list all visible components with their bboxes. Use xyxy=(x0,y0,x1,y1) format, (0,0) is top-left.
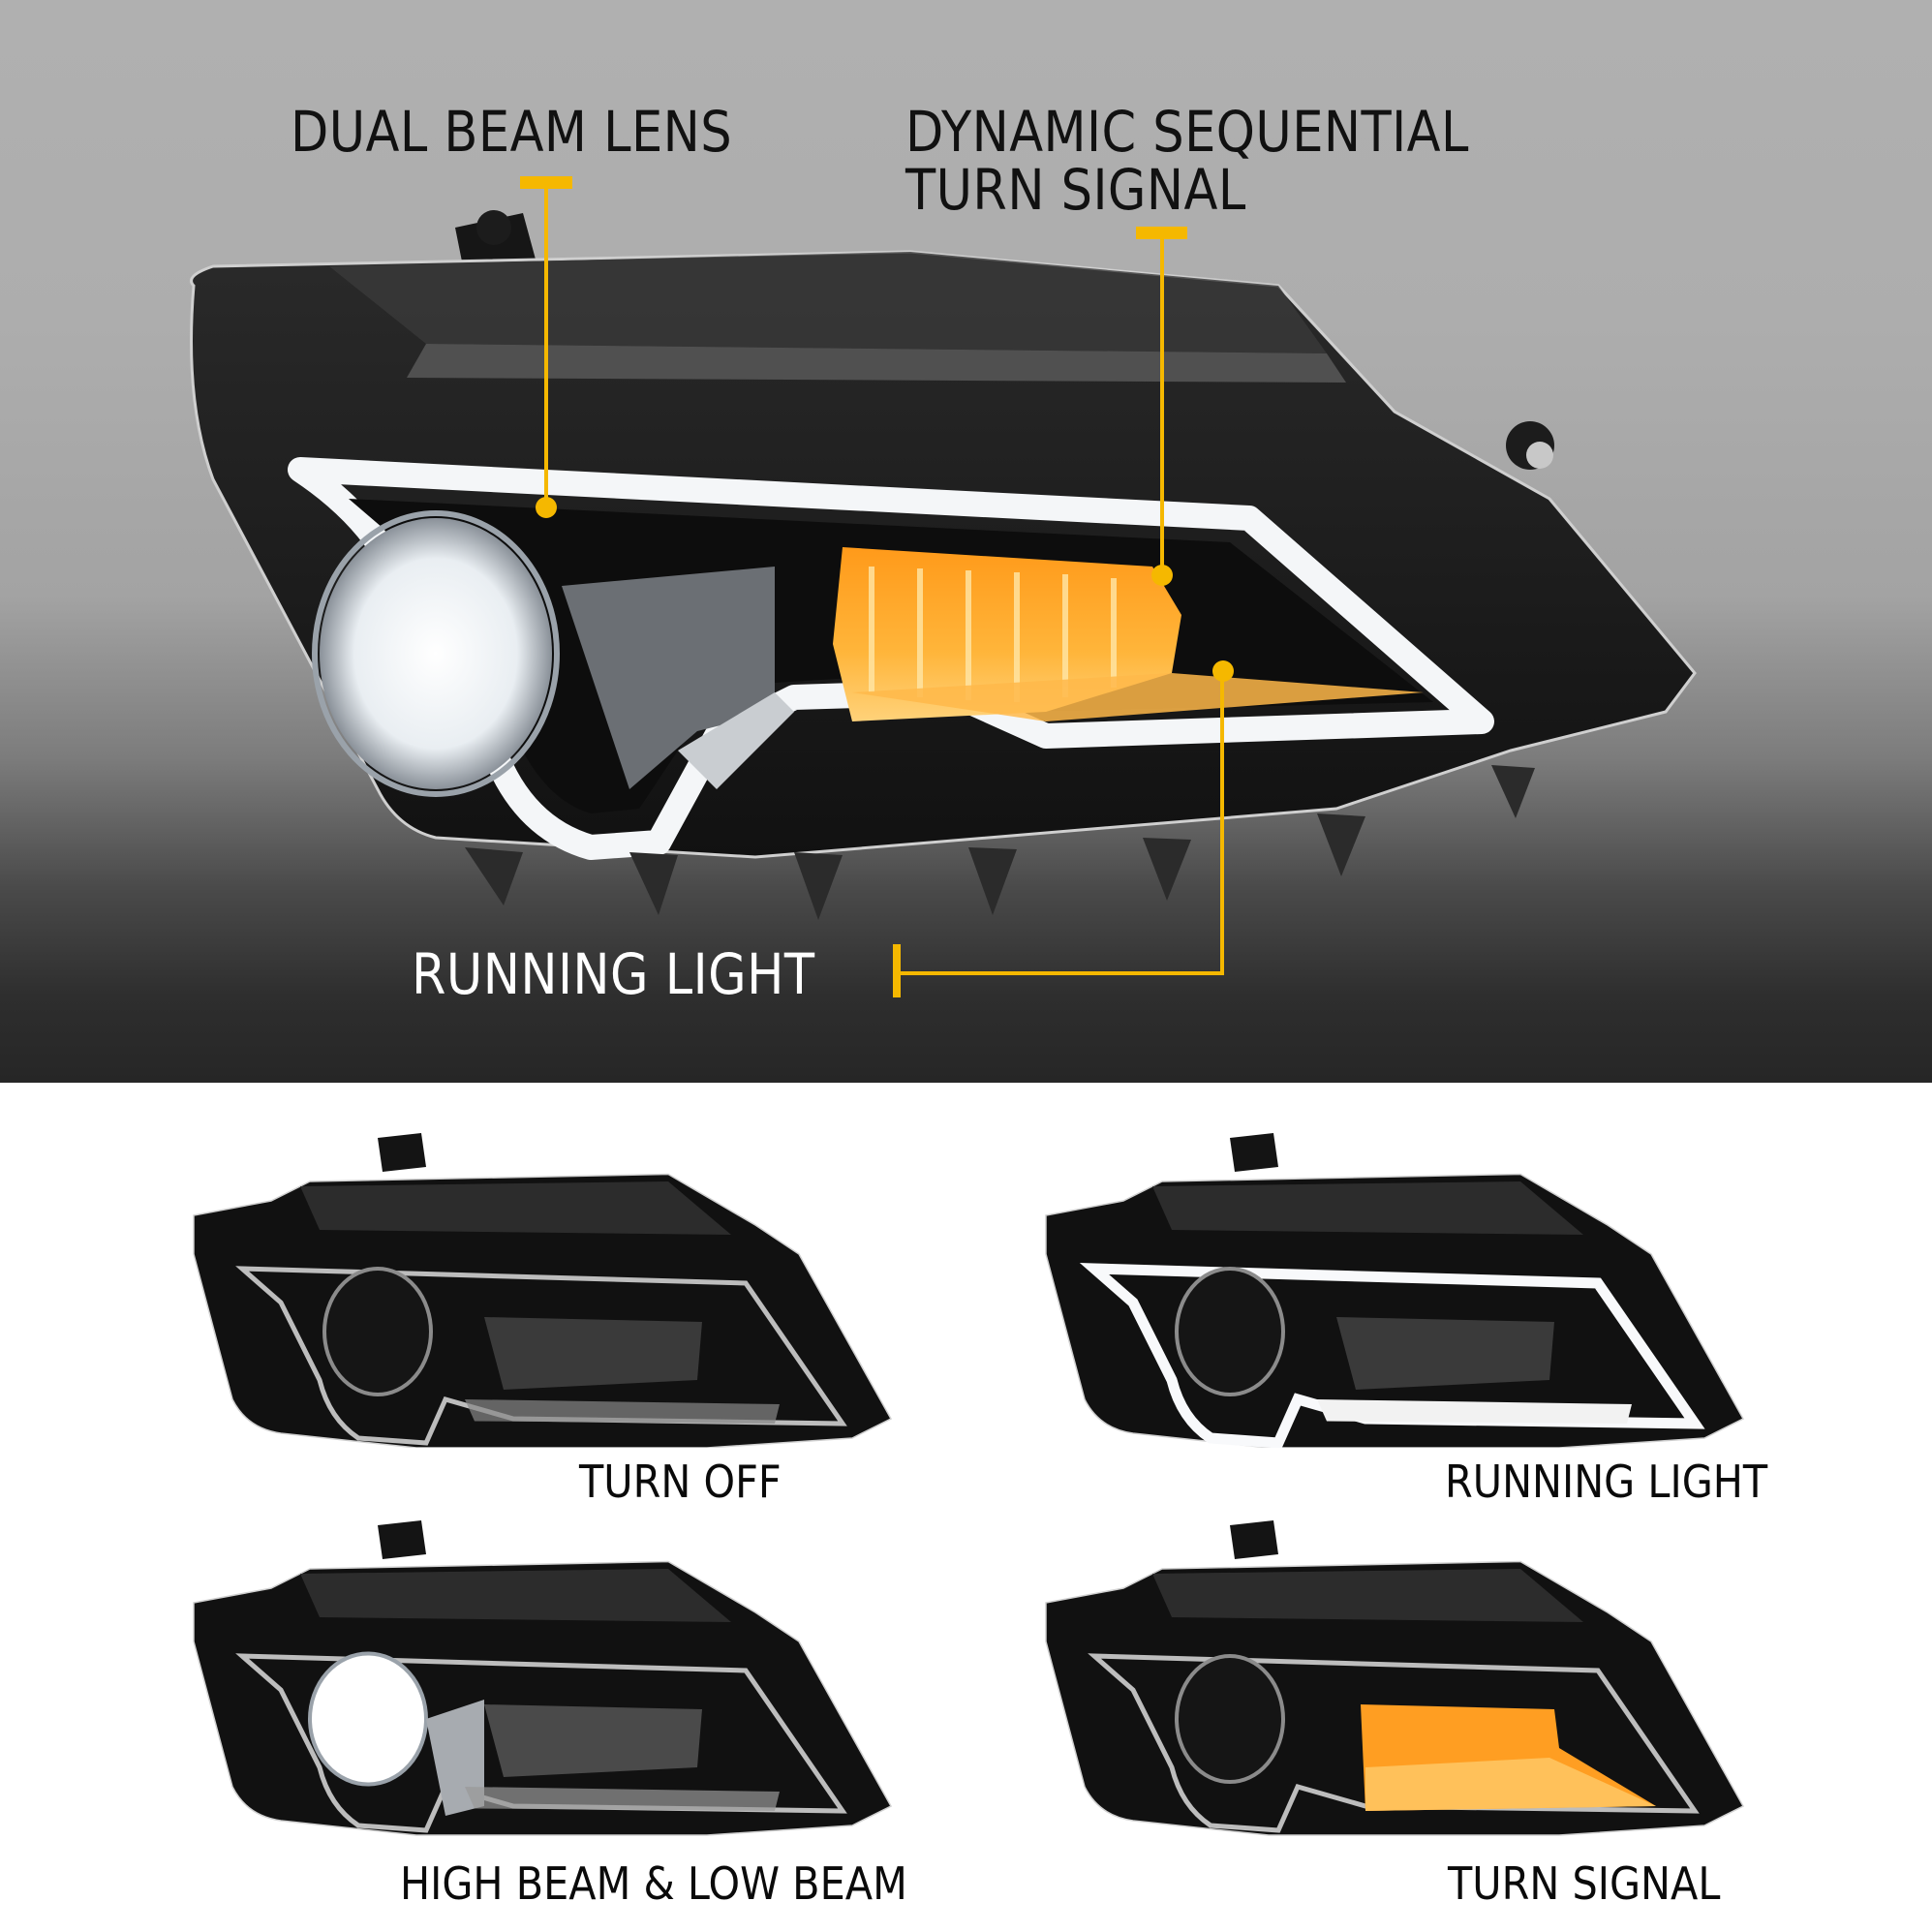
leader-line-running-light-vertical xyxy=(1220,673,1224,975)
marker-dot-dual-beam xyxy=(536,497,557,518)
state-label-running-light: RUNNING LIGHT xyxy=(1445,1456,1768,1508)
leader-line-turn-signal xyxy=(1160,232,1164,571)
leader-line-running-light-horizontal xyxy=(899,971,1224,975)
state-label-turn-signal: TURN SIGNAL xyxy=(1448,1857,1721,1910)
callout-dynamic-turn-line1: DYNAMIC SEQUENTIAL xyxy=(905,99,1469,165)
headlight-high-low-beam-image xyxy=(193,1520,893,1836)
marker-dot-turn-signal xyxy=(1151,565,1173,586)
hero-panel: DUAL BEAM LENS DYNAMIC SEQUENTIAL TURN S… xyxy=(0,0,1932,1083)
callout-dynamic-turn-line2: TURN SIGNAL xyxy=(905,157,1246,223)
callout-dual-beam-lens: DUAL BEAM LENS xyxy=(291,99,733,165)
leader-cap-running-light xyxy=(893,944,901,997)
leader-line-dual-beam xyxy=(544,184,548,504)
state-label-turn-off: TURN OFF xyxy=(579,1456,782,1508)
marker-dot-running-light xyxy=(1212,660,1234,682)
headlight-running-light-image xyxy=(1045,1133,1745,1448)
headlight-turn-signal-image xyxy=(1045,1520,1745,1836)
headlight-turn-off-image xyxy=(193,1133,893,1448)
leader-cap-dual-beam xyxy=(520,176,572,189)
headlight-hero-image xyxy=(190,210,1697,920)
callout-running-light: RUNNING LIGHT xyxy=(412,941,815,1007)
state-label-high-low-beam: HIGH BEAM & LOW BEAM xyxy=(400,1857,907,1910)
